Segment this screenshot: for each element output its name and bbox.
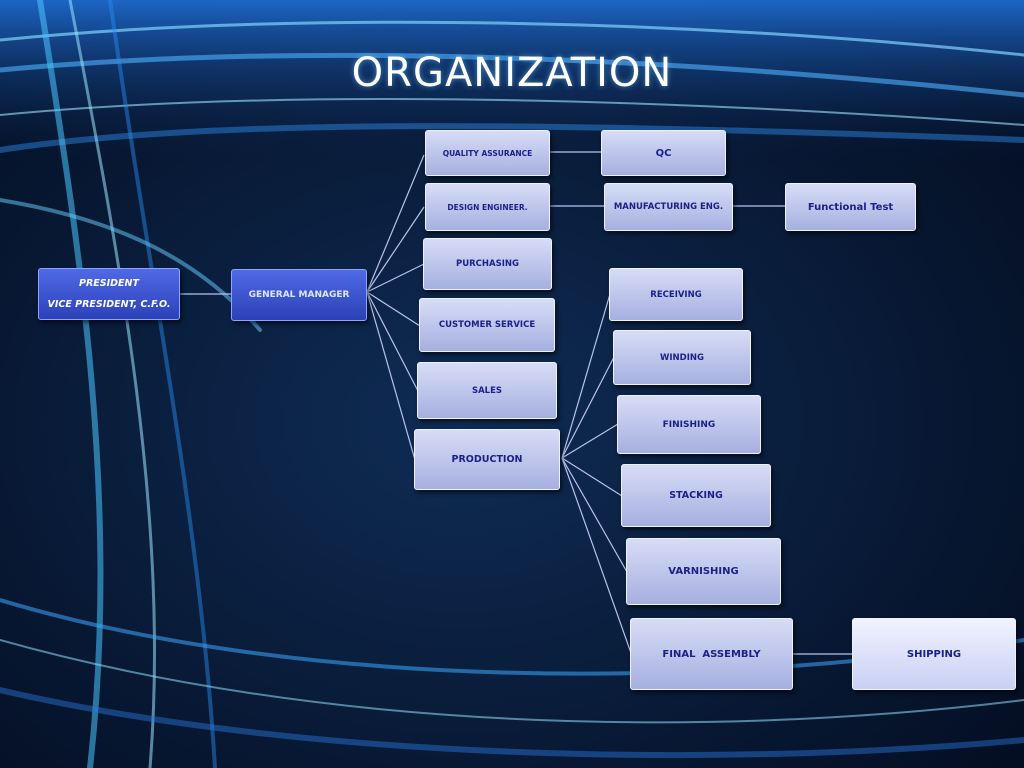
label-president: PRESIDENT xyxy=(79,278,139,289)
node-final-assembly: FINAL ASSEMBLY xyxy=(630,618,793,690)
node-production: PRODUCTION xyxy=(414,429,560,490)
node-qc: QC xyxy=(601,130,726,176)
node-winding: WINDING xyxy=(613,330,751,385)
label-vice-president: VICE PRESIDENT, C.F.O. xyxy=(47,299,171,310)
node-president: PRESIDENT VICE PRESIDENT, C.F.O. xyxy=(38,268,180,320)
node-functional-test: Functional Test xyxy=(785,183,916,231)
node-quality-assurance: QUALITY ASSURANCE xyxy=(425,130,550,176)
node-purchasing: PURCHASING xyxy=(423,238,552,290)
node-sales: SALES xyxy=(417,362,557,419)
node-customer-service: CUSTOMER SERVICE xyxy=(419,298,555,352)
node-receiving: RECEIVING xyxy=(609,268,743,321)
node-manufacturing-eng: MANUFACTURING ENG. xyxy=(604,183,733,231)
node-finishing: FINISHING xyxy=(617,395,761,454)
node-stacking: STACKING xyxy=(621,464,771,527)
node-design-engineer: DESIGN ENGINEER. xyxy=(425,183,550,231)
node-shipping: SHIPPING xyxy=(852,618,1016,690)
page-title: ORGANIZATION xyxy=(351,50,673,96)
node-varnishing: VARNISHING xyxy=(626,538,781,605)
node-general-manager: GENERAL MANAGER xyxy=(231,269,367,321)
